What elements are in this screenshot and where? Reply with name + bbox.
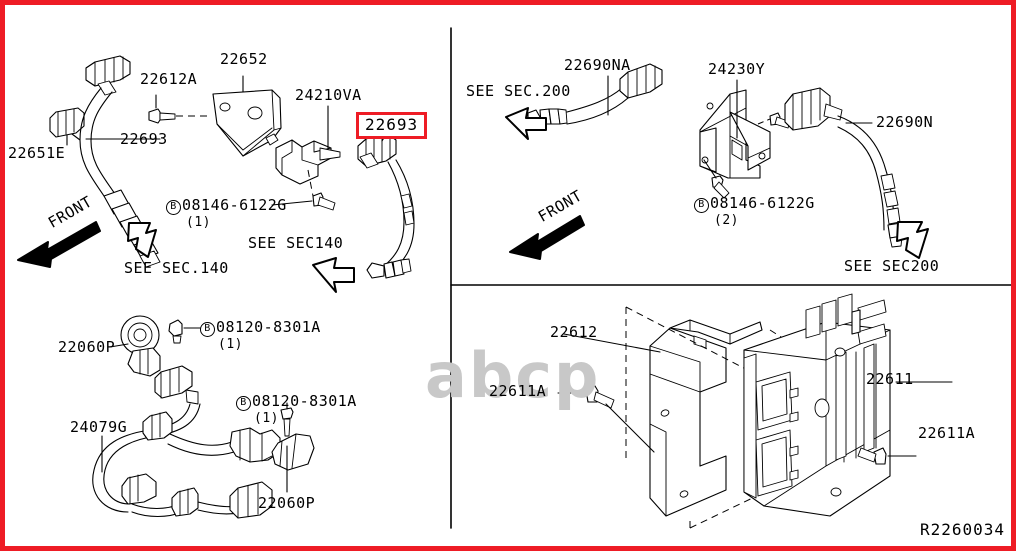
art-22611-ecm [743,293,953,517]
see-sec200-arrow-left [505,107,547,140]
label-22693: 22693 [120,130,168,148]
front-arrow-top-right [509,215,585,260]
leader-08146-6122G-1 [271,200,313,206]
note-see-sec140-a: SEE SEC.140 [124,259,229,277]
label-22611a-left: 22611A [489,382,547,400]
drawing-number: R2260034 [920,520,1006,539]
art-22651e-sensor [49,55,161,268]
art-22611a-bolt-left [557,385,655,453]
label-22060p-top: 22060P [58,338,116,356]
fastener-08120-8301A-2-qty: (1) [254,411,279,426]
see-sec140-arrow-left [127,222,157,258]
label-22693-highlighted: 22693 [356,112,428,139]
see-sec140-arrow-right [312,257,355,293]
art-24079g-harness [92,403,281,519]
see-sec200-arrow-right [896,221,929,259]
assembly-dash-ecm-2 [625,306,791,393]
assembly-dash-ecm-3 [689,479,791,529]
label-22690na: 22690NA [564,56,631,74]
front-arrow-top-left [17,221,101,268]
art-22611a-bolt-right [857,447,917,465]
badge-b-icon: B [236,396,251,411]
art-22612a-bolt [148,94,212,124]
label-22652: 22652 [220,50,268,68]
label-22611a-right: 22611A [918,424,976,442]
fastener-08146-6122G-2-qty: (2) [714,213,739,228]
note-see-sec200-a: SEE SEC.200 [466,82,571,100]
art-22612-bracket [563,306,881,529]
art-24210va-bracket [271,105,341,211]
note-see-sec200-b: SEE SEC200 [844,257,940,275]
art-24230y-bracket [699,79,791,199]
note-see-sec140-b: SEE SEC140 [248,234,344,252]
watermark: abcp [425,339,601,412]
label-22651e: 22651E [8,144,66,162]
fastener-08146-6122G-1-qty: (1) [186,215,211,230]
badge-b-icon: B [694,198,709,213]
art-22693-sensor [357,127,415,279]
badge-b-icon: B [166,200,181,215]
label-22612: 22612 [550,323,598,341]
label-22612a: 22612A [140,70,198,88]
art-22060p-knock-sensor [109,315,201,405]
label-24230y: 24230Y [708,60,766,78]
badge-b-icon: B [200,322,215,337]
label-22690n: 22690N [876,113,934,131]
fastener-08120-8301A-1-qty: (1) [218,337,243,352]
art-22652-bracket [212,75,282,157]
assembly-dash-24210va [307,169,314,197]
leader-08146-6122G-2 [703,159,717,179]
pointer-22611a-left [605,403,655,453]
leader-22612 [563,333,661,353]
label-24079g: 24079G [70,418,128,436]
leader-22060p-top [109,343,129,348]
art-22060p-bottom [271,402,315,493]
label-22611: 22611 [866,370,914,388]
label-22060p-bottom: 22060P [258,494,316,512]
label-24210va: 24210VA [295,86,362,104]
